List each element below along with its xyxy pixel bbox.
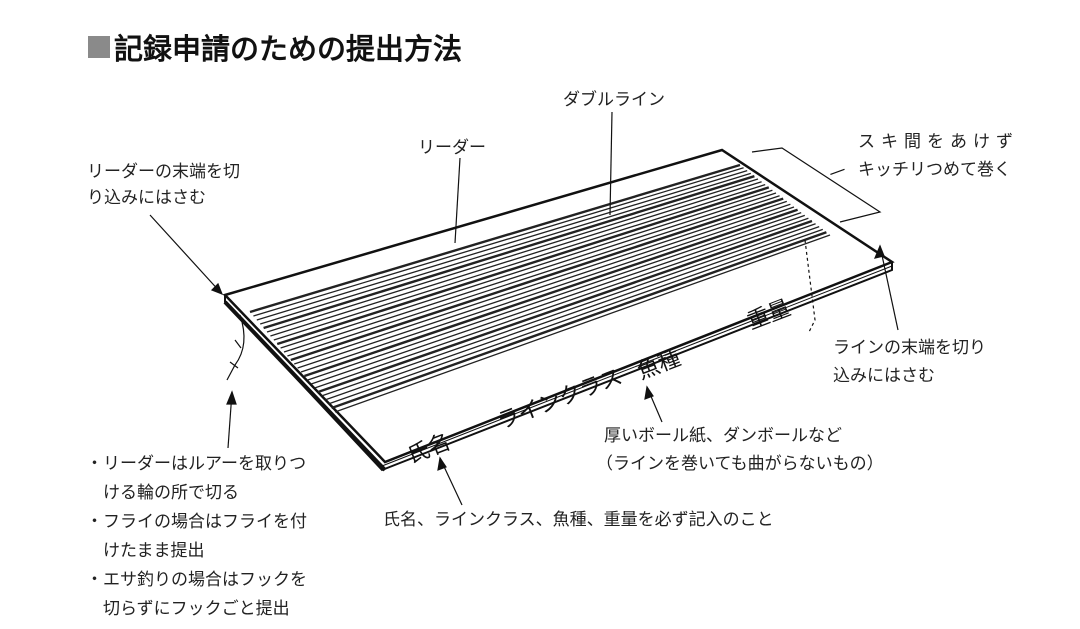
title-text: 記録申請のための提出方法	[114, 32, 463, 66]
label-no-gap-1: スキ間をあけず	[858, 132, 1019, 152]
winding-line	[290, 197, 784, 362]
winding-line	[276, 186, 770, 346]
winding-line	[253, 167, 744, 317]
winding-line	[283, 192, 777, 353]
winding-line	[287, 195, 780, 357]
winding-line	[249, 163, 741, 314]
label-leader: リーダー	[418, 138, 486, 158]
label-board-1: 厚いボール紙、ダンボールなど	[604, 426, 842, 446]
winding-line	[334, 234, 831, 413]
label-line-end-2: 込みにはさむ	[833, 366, 935, 386]
line-windings	[249, 163, 831, 413]
note-2-line-2: けたまま提出	[86, 541, 205, 561]
double-line-pointer	[609, 111, 613, 216]
winding-line	[293, 200, 788, 365]
winding-line	[314, 217, 809, 389]
no-gap-bracket	[751, 147, 882, 223]
leader-tag	[226, 314, 245, 381]
leader-pointer	[454, 157, 461, 244]
label-leader-end-2: り込みにはさむ	[87, 188, 206, 208]
label-write-info: 氏名、ラインクラス、魚種、重量を必ず記入のこと	[383, 510, 774, 530]
winding-line	[324, 225, 820, 401]
board	[222, 148, 895, 464]
winding-line	[280, 189, 773, 349]
label-board-2: （ラインを巻いても曲がらないもの）	[596, 454, 884, 474]
label-line-end-1: ラインの末端を切り	[833, 338, 986, 358]
line-end-arrow	[879, 245, 899, 331]
winding-line	[263, 175, 755, 330]
winding-line	[321, 223, 816, 397]
square-bullet-icon	[88, 36, 110, 58]
board-thickness	[224, 262, 893, 472]
note-1-line-2: ける輪の所で切る	[86, 483, 239, 503]
line-end-tag	[804, 239, 816, 333]
winding-line	[327, 228, 824, 405]
winding-line	[256, 169, 748, 321]
label-double-line: ダブルライン	[563, 90, 665, 110]
winding-line	[331, 231, 827, 410]
winding-line	[266, 178, 759, 333]
label-no-gap-2: キッチリつめて巻く	[858, 160, 1011, 180]
note-1-line-1: ・リーダーはルアーを取りつ	[86, 454, 307, 474]
label-leader-end-1: リーダーの末端を切	[87, 162, 240, 182]
winding-line	[307, 211, 802, 381]
winding-line	[317, 219, 813, 394]
note-3-line-2: 切らずにフックごと提出	[86, 599, 290, 619]
winding-line	[304, 208, 798, 378]
winding-line	[270, 181, 762, 337]
winding-line	[273, 183, 766, 341]
note-2-line-1: ・フライの場合はフライを付	[86, 512, 307, 532]
page-title: 記録申請のための提出方法	[88, 26, 462, 68]
winding-line	[310, 214, 806, 385]
winding-line	[260, 172, 751, 325]
note-3-line-1: ・エサ釣りの場合はフックを	[86, 570, 307, 590]
leader-end-arrow	[149, 214, 223, 295]
board-corner	[223, 300, 387, 472]
winding-line	[297, 203, 791, 369]
winding-line	[300, 206, 795, 373]
